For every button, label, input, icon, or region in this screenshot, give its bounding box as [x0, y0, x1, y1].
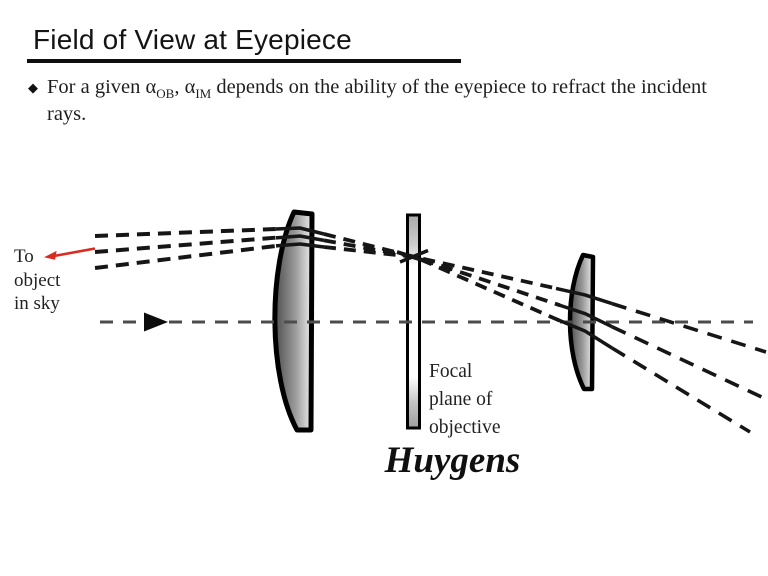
converging-rays — [323, 232, 561, 323]
alpha-im-subscript: IM — [195, 86, 212, 102]
axis-arrowhead-icon — [144, 312, 168, 332]
incident-ray-mid — [94, 235, 280, 254]
rays-through-eye-lens — [555, 286, 613, 350]
bullet-line-2: rays. — [47, 103, 87, 125]
focal-label-line-1: Focal — [429, 361, 473, 382]
optical-axis — [100, 312, 753, 332]
sky-label-line-2: object — [14, 269, 61, 291]
focal-label-line-2: plane of — [429, 389, 493, 410]
exit-ray-steep — [611, 346, 751, 434]
exit-ray-mid — [611, 325, 767, 401]
incident-ray-top — [94, 226, 280, 238]
bullet-seg-b: , α — [174, 76, 196, 98]
eyepiece-type-caption: Huygens — [384, 440, 521, 481]
bullet-item: ◆ For a given αOB, αIM depends on the ab… — [28, 74, 752, 128]
eye-lens — [567, 252, 596, 392]
bullet-seg-c: depends on the ability of the eyepiece t… — [211, 76, 707, 98]
sky-label-line-3: in sky — [14, 293, 60, 314]
focus-crossing-mark — [396, 248, 434, 266]
bullet-diamond-icon: ◆ — [28, 80, 38, 95]
focal-plane-label: Focal plane of objective — [429, 358, 500, 442]
title-underline — [27, 59, 461, 63]
rays-through-field-lens — [275, 226, 325, 249]
bullet-line-1: For a given αOB, αIM depends on the abil… — [47, 74, 707, 101]
incident-ray-bottom — [94, 243, 280, 270]
bullet-text: For a given αOB, αIM depends on the abil… — [47, 74, 707, 128]
sky-object-label: To object in sky — [14, 245, 60, 316]
incident-rays — [94, 226, 280, 270]
sky-label-line-1: To — [14, 246, 34, 267]
exit-rays — [611, 301, 767, 434]
exit-ray-shallow — [611, 301, 767, 354]
slide-title: Field of View at Eyepiece — [33, 24, 352, 55]
bullet-seg-a: For a given α — [47, 76, 157, 98]
red-arrow-icon — [44, 247, 96, 260]
focal-label-line-3: objective — [429, 417, 501, 438]
alpha-ob-subscript: OB — [156, 86, 175, 102]
